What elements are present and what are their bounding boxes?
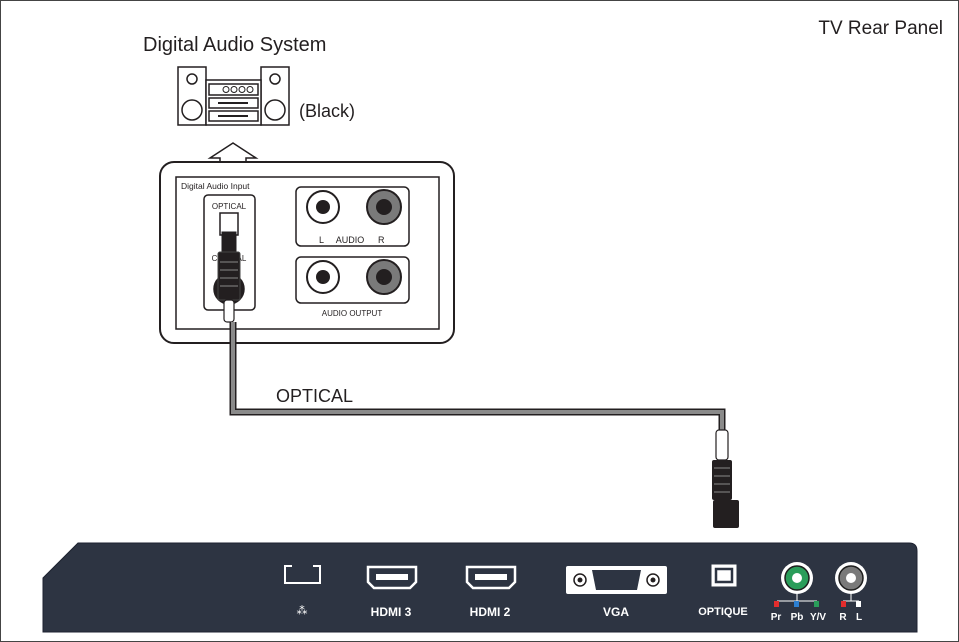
component-video-jack bbox=[777, 562, 817, 602]
pr-label: Pr bbox=[771, 612, 782, 623]
yv-label: Y/V bbox=[810, 612, 826, 623]
stereo-system-icon bbox=[177, 66, 290, 126]
audio-rl-jack bbox=[835, 562, 867, 602]
audio-in-l-jack bbox=[306, 190, 340, 224]
cable-label: OPTICAL bbox=[276, 386, 354, 406]
r-label: R bbox=[839, 612, 847, 623]
l-color-dot bbox=[856, 601, 861, 607]
audio-out-l-jack bbox=[306, 260, 340, 294]
audio-in-right-label: R bbox=[378, 235, 385, 245]
device-color-note: (Black) bbox=[299, 101, 356, 121]
lan-port bbox=[284, 562, 321, 584]
audio-in-r-jack bbox=[366, 189, 402, 225]
optique-port bbox=[711, 564, 737, 587]
optique-label: OPTIQUE bbox=[698, 606, 748, 618]
audio-in-mid-label: AUDIO bbox=[336, 235, 365, 245]
audio-output-label: AUDIO OUTPUT bbox=[322, 309, 383, 318]
r-color-dot bbox=[841, 601, 846, 607]
audio-in-left-label: L bbox=[319, 235, 324, 245]
hdmi3-port bbox=[366, 565, 418, 590]
hdmi2-port bbox=[465, 565, 517, 590]
lan-network-icon: ⁂ bbox=[297, 605, 308, 617]
pr-color-dot bbox=[774, 601, 779, 607]
yv-color-dot bbox=[814, 601, 819, 607]
optical-plug-bottom bbox=[712, 429, 739, 528]
optical-plug-top bbox=[217, 231, 241, 323]
pb-label: Pb bbox=[791, 612, 804, 623]
audio-out-r-jack bbox=[366, 259, 402, 295]
optical-port-label: OPTICAL bbox=[212, 202, 247, 211]
signal-arrow-icon bbox=[207, 142, 259, 164]
l-label: L bbox=[856, 612, 862, 623]
hdmi2-label: HDMI 2 bbox=[470, 605, 511, 619]
digital-audio-input-label: Digital Audio Input bbox=[181, 181, 250, 191]
hdmi3-label: HDMI 3 bbox=[371, 605, 412, 619]
vga-label: VGA bbox=[603, 605, 629, 619]
tv-rear-panel-title: TV Rear Panel bbox=[818, 18, 943, 39]
device-name: Digital Audio System bbox=[143, 34, 327, 56]
pb-color-dot bbox=[794, 601, 799, 607]
vga-port bbox=[566, 566, 667, 594]
